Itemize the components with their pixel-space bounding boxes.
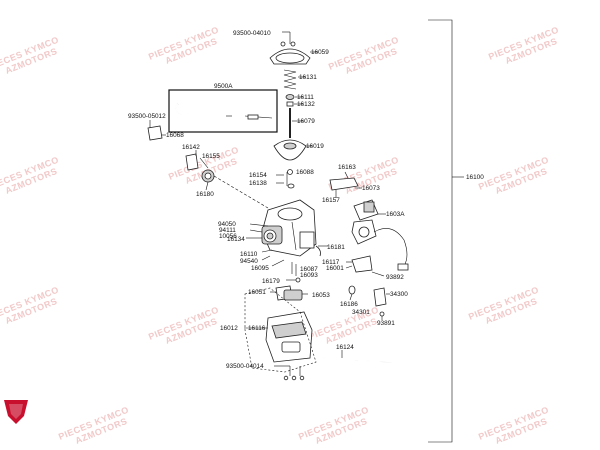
kit-box bbox=[168, 89, 278, 133]
part-label: 16138 bbox=[249, 180, 267, 187]
part-label: 16051 bbox=[248, 289, 266, 296]
part-label: 16117 bbox=[322, 259, 340, 266]
part-label: 16181 bbox=[327, 244, 345, 251]
part-label: 10056 bbox=[219, 233, 237, 240]
part-label: 93892 bbox=[386, 274, 404, 281]
part-label: 16154 bbox=[249, 172, 267, 179]
part-label: 1603A bbox=[386, 211, 405, 218]
part-label: 16079 bbox=[297, 118, 315, 125]
part-label: 16124 bbox=[336, 344, 354, 351]
part-label: 16095 bbox=[251, 265, 269, 272]
part-label: 16093 bbox=[300, 272, 318, 279]
part-label: 16116 bbox=[248, 325, 266, 332]
part-label: 16111 bbox=[297, 94, 314, 101]
part-label: 16155 bbox=[202, 153, 220, 160]
part-label: 34300 bbox=[390, 291, 408, 298]
part-label: 16157 bbox=[322, 197, 340, 204]
part-label: 16068 bbox=[166, 132, 184, 139]
part-label: 16001 bbox=[326, 265, 344, 272]
part-label: 16163 bbox=[338, 164, 356, 171]
part-label: 94050 bbox=[218, 221, 236, 228]
part-label: 16059 bbox=[311, 49, 329, 56]
kit-box-label: 9500A bbox=[214, 83, 233, 90]
part-label: 34301 bbox=[352, 309, 370, 316]
part-label: 16019 bbox=[306, 143, 324, 150]
part-labels: 93500-04010 16059 16131 16111 16132 1607… bbox=[128, 30, 408, 370]
parts-artwork bbox=[147, 31, 409, 381]
part-label: 93500-04010 bbox=[233, 30, 271, 37]
part-label: 16134 bbox=[227, 236, 245, 243]
part-label: 93500-05012 bbox=[128, 113, 166, 120]
part-label: 16179 bbox=[262, 278, 280, 285]
part-label: 94111 bbox=[219, 227, 236, 234]
part-label: 16073 bbox=[362, 185, 380, 192]
part-label: 16142 bbox=[182, 144, 200, 151]
assembly-bracket bbox=[428, 19, 464, 443]
part-label: 16012 bbox=[220, 325, 238, 332]
part-label: 16087 bbox=[300, 266, 318, 273]
part-label: 16132 bbox=[297, 101, 315, 108]
part-label: 16131 bbox=[299, 74, 317, 81]
part-label: 16180 bbox=[196, 191, 214, 198]
part-label: 16088 bbox=[296, 169, 314, 176]
part-label: 93500-04014 bbox=[226, 363, 264, 370]
part-label: 16186 bbox=[340, 301, 358, 308]
part-label: 16053 bbox=[312, 292, 330, 299]
assembly-label: 16100 bbox=[466, 174, 484, 181]
part-label: 16110 bbox=[240, 251, 258, 258]
kymco-logo-icon bbox=[4, 400, 28, 424]
part-label: 94540 bbox=[240, 258, 258, 265]
part-label: 93891 bbox=[377, 320, 395, 327]
